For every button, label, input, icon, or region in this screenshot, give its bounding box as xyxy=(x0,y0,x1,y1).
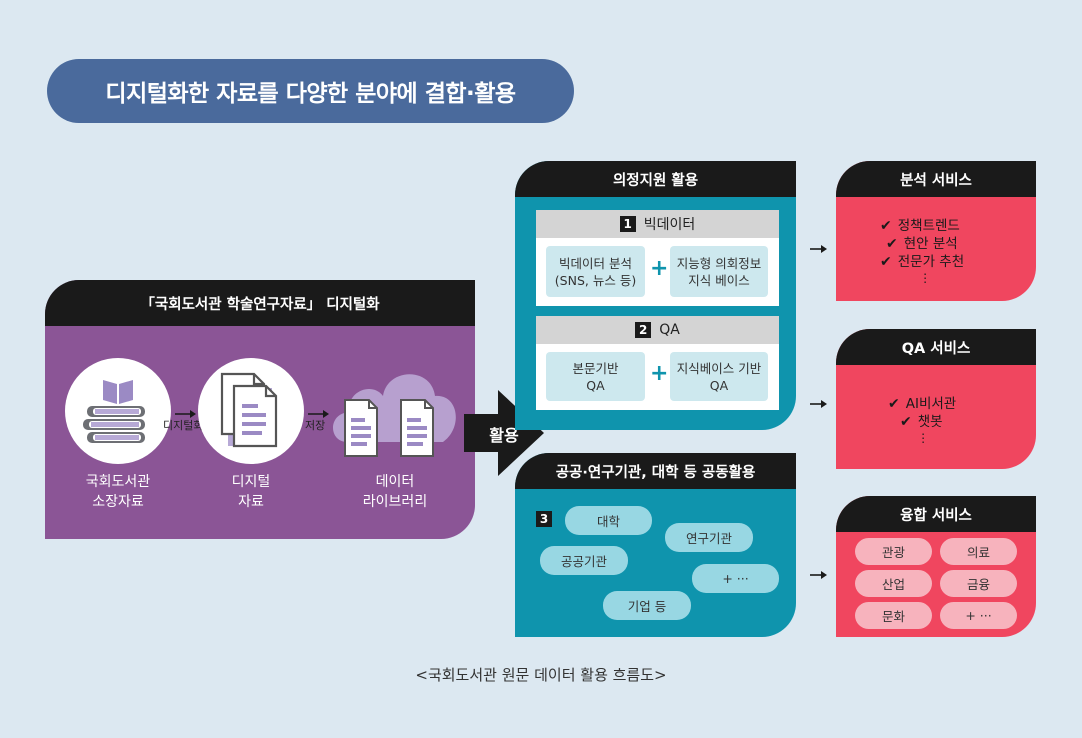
big-arrow-icon xyxy=(464,390,546,480)
chip-companies: 기업 등 xyxy=(603,591,691,620)
convergence-service-header: 융합 서비스 xyxy=(836,496,1036,532)
check-icon: ✔ xyxy=(900,414,912,430)
qa-title: 2 QA xyxy=(536,316,779,344)
list-item: ✔전문가 추천 xyxy=(880,254,965,270)
qa-service-panel: QA 서비스 ✔AI비서관 ✔챗봇 ⋮ xyxy=(836,329,1036,469)
analysis-service-list: ✔정책트렌드 ✔현안 분석 ✔전문가 추천 ⋮ xyxy=(880,217,964,285)
chip-finance: 금융 xyxy=(940,570,1017,597)
check-icon: ✔ xyxy=(880,218,892,234)
store-label: 저장 xyxy=(305,419,326,432)
digitization-header: 「국회도서관 학술연구자료」 디지털화 xyxy=(45,280,475,326)
chip-industry: 산업 xyxy=(855,570,932,597)
section-title: QA xyxy=(659,322,680,338)
check-icon: ✔ xyxy=(888,396,900,412)
qa-service-header: QA 서비스 xyxy=(836,329,1036,365)
bigdata-title: 1 빅데이터 xyxy=(536,210,779,238)
page-title: 디지털화한 자료를 다양한 분야에 결합·활용 xyxy=(47,59,574,123)
digitization-panel: 「국회도서관 학술연구자료」 디지털화 국회도서관 소장자료 디지털화 xyxy=(45,280,475,539)
step-holdings-label: 국회도서관 소장자료 xyxy=(85,474,151,510)
list-item: ✔정책트렌드 xyxy=(880,218,960,234)
documents-icon xyxy=(198,358,304,464)
chip-research-institute: 연구기관 xyxy=(665,523,753,552)
chip-tourism: 관광 xyxy=(855,538,932,565)
list-item: ✔AI비서관 xyxy=(888,396,957,412)
section-title: 빅데이터 xyxy=(643,217,696,233)
plus-icon: + xyxy=(650,256,669,281)
analysis-service-header: 분석 서비스 xyxy=(836,161,1036,197)
cloud-documents-icon xyxy=(327,362,463,462)
analysis-service-panel: 분석 서비스 ✔정책트렌드 ✔현안 분석 ✔전문가 추천 ⋮ xyxy=(836,161,1036,301)
arrow-right-icon xyxy=(307,404,331,423)
arrow-right-icon xyxy=(809,394,829,413)
qa-service-list: ✔AI비서관 ✔챗봇 ⋮ xyxy=(888,395,956,445)
check-icon: ✔ xyxy=(886,236,898,252)
more-icon: ⋮ xyxy=(919,271,932,285)
digitize-label: 디지털화 xyxy=(163,419,204,432)
more-icon: ⋮ xyxy=(917,431,930,445)
step-digital-label: 디지털 자료 xyxy=(231,474,271,510)
chip-culture: 문화 xyxy=(855,602,932,629)
section-number-badge: 3 xyxy=(536,511,552,527)
check-icon: ✔ xyxy=(880,254,892,270)
convergence-service-panel: 융합 서비스 관광 의료 산업 금융 문화 + ··· xyxy=(836,496,1036,637)
chip-more: + ··· xyxy=(692,564,779,593)
bigdata-analysis-tile: 빅데이터 분석(SNS, 뉴스 등) xyxy=(546,246,645,297)
use-label: 활용 xyxy=(489,426,519,445)
public-sharing-panel: 공공·연구기관, 대학 등 공동활용 3 대학 연구기관 공공기관 + ··· … xyxy=(515,453,796,637)
figure-caption: <국회도서관 원문 데이터 활용 흐름도> xyxy=(415,666,667,684)
books-icon xyxy=(65,358,171,464)
legislative-support-panel: 의정지원 활용 1 빅데이터 빅데이터 분석(SNS, 뉴스 등) + 지능형 … xyxy=(515,161,796,430)
arrow-right-icon xyxy=(809,565,829,584)
chip-public-institution: 공공기관 xyxy=(540,546,628,575)
list-item: ✔현안 분석 xyxy=(886,236,958,252)
list-item: ✔챗봇 xyxy=(900,414,943,430)
chip-university: 대학 xyxy=(565,506,652,535)
step-library-label: 데이터 라이브러리 xyxy=(362,474,428,510)
chip-medical: 의료 xyxy=(940,538,1017,565)
legislative-header: 의정지원 활용 xyxy=(515,161,796,197)
public-header: 공공·연구기관, 대학 등 공동활용 xyxy=(515,453,796,489)
arrow-right-icon xyxy=(809,239,829,258)
chip-more: + ··· xyxy=(940,602,1017,629)
section-number-badge: 1 xyxy=(619,216,636,232)
plus-icon: + xyxy=(650,361,669,386)
arrow-right-icon xyxy=(174,404,198,423)
section-number-badge: 2 xyxy=(635,322,652,338)
